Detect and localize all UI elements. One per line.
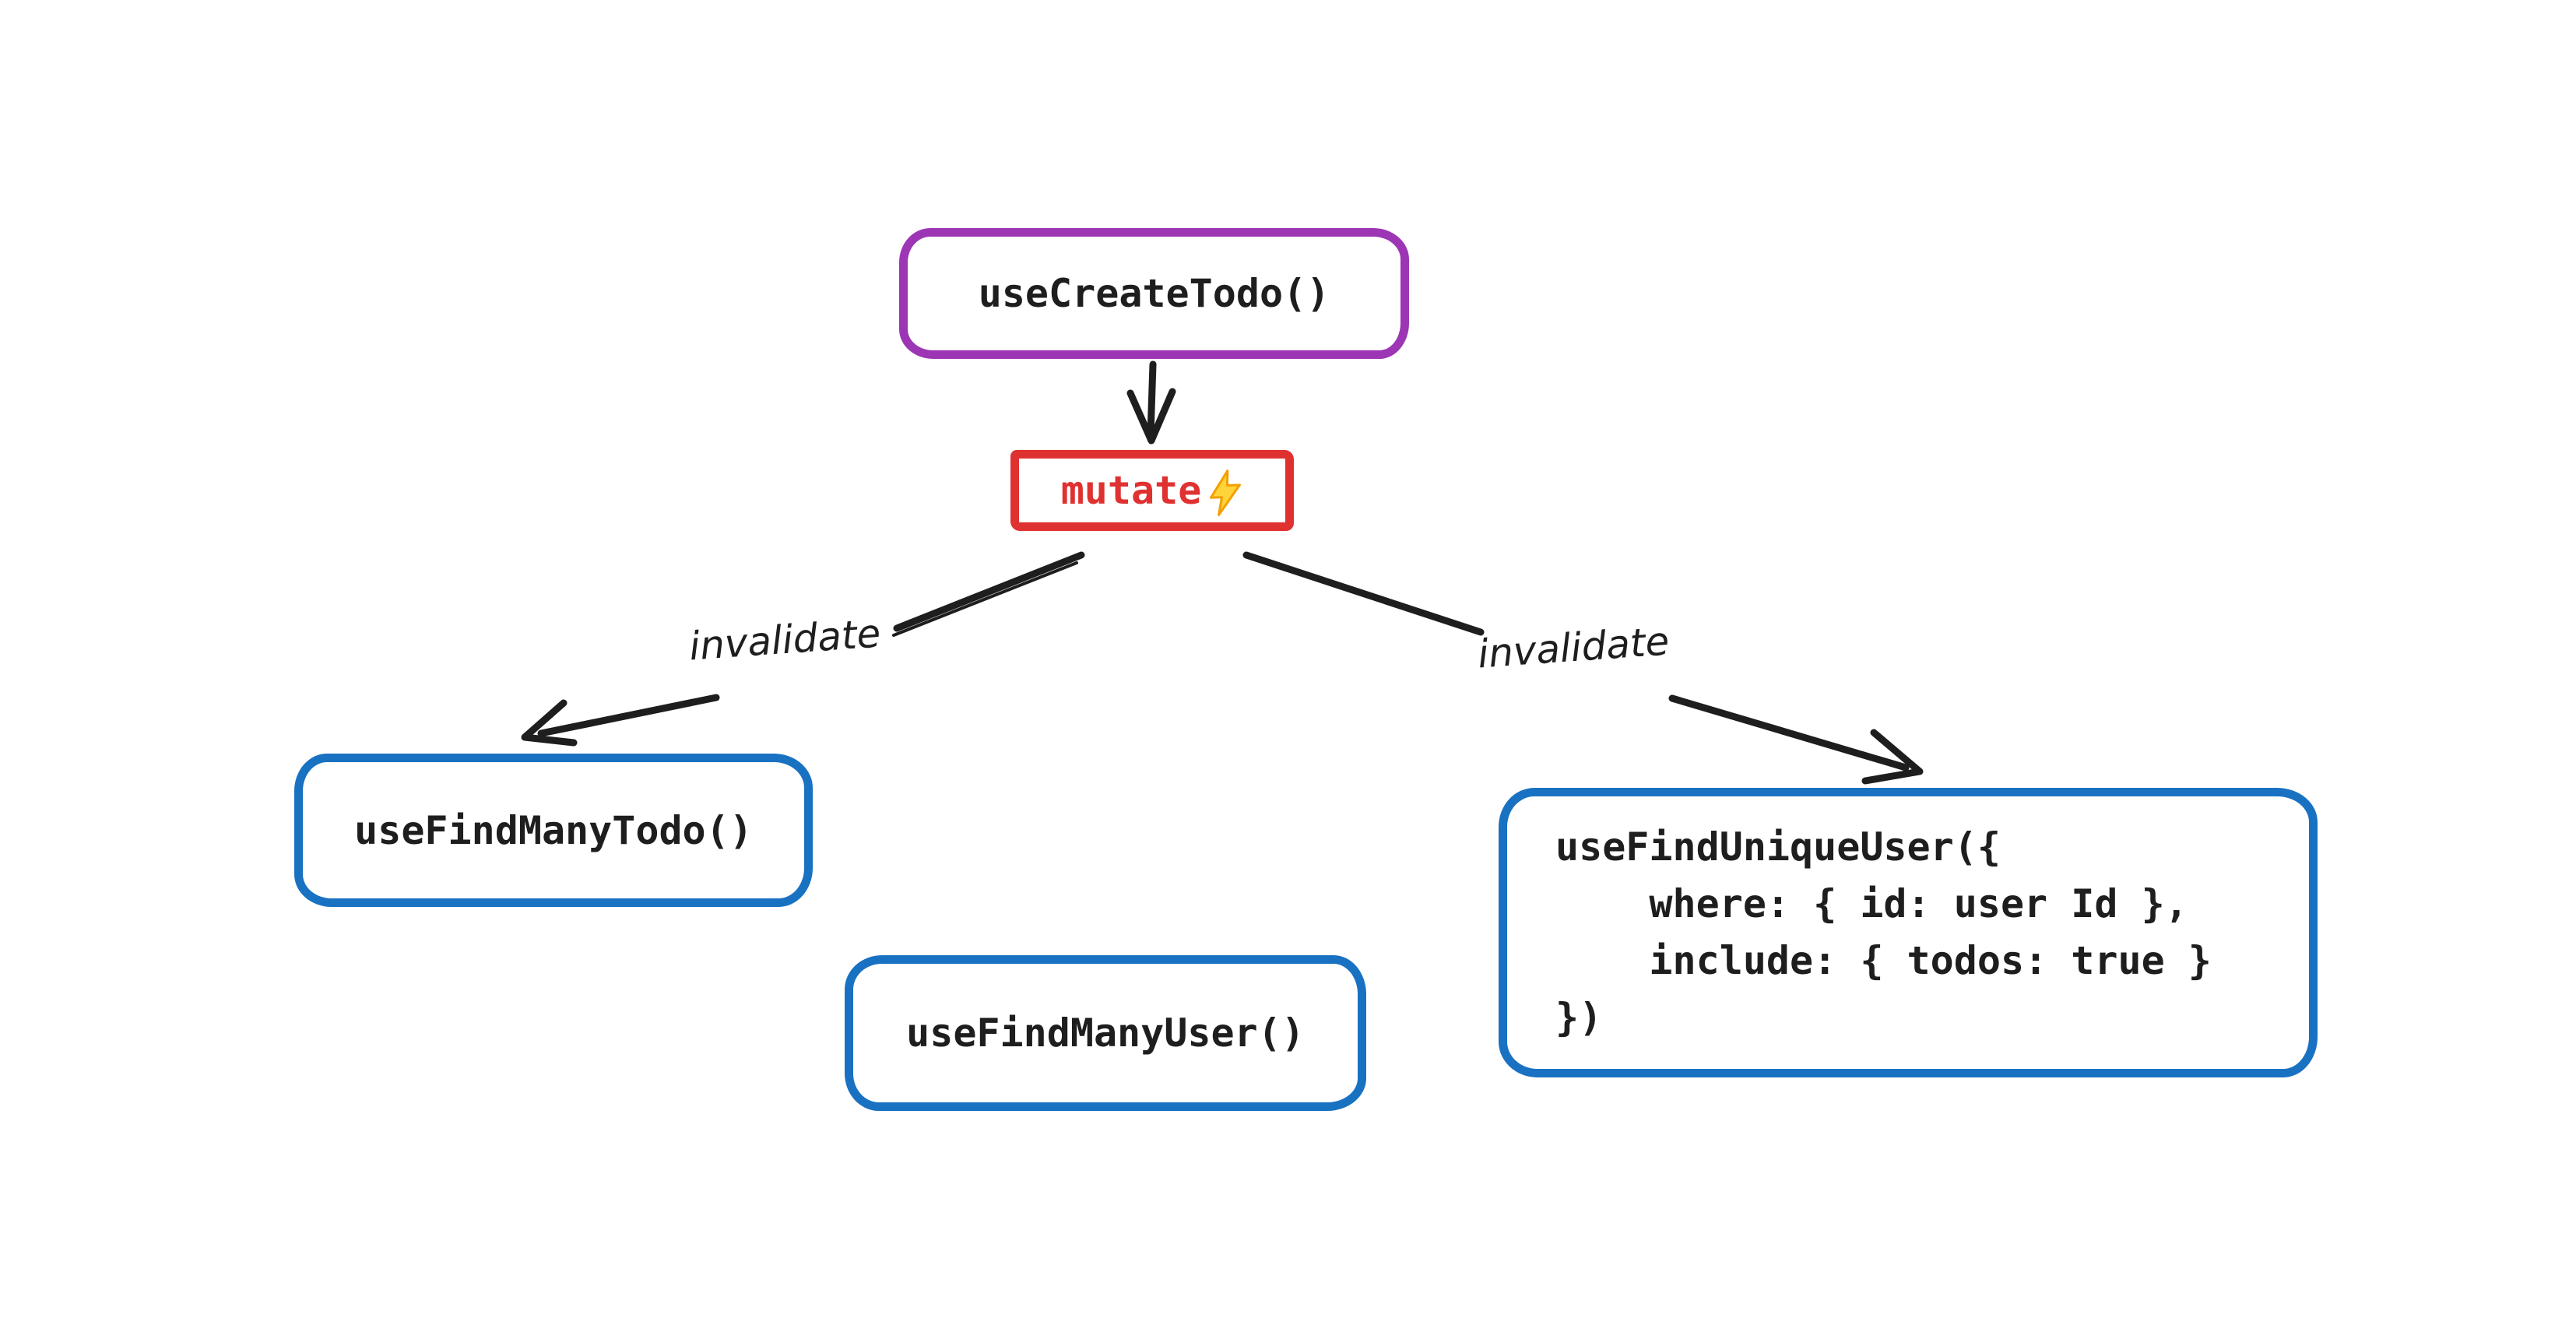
- arrowhead-icon: [1861, 729, 1924, 785]
- node-label: useFindManyUser(): [906, 1010, 1305, 1056]
- edge-label-invalidate-left: invalidate: [687, 610, 883, 670]
- node-label: mutate: [1060, 468, 1202, 513]
- node-use-find-unique-user: useFindUniqueUser({ where: { id: user Id…: [1499, 788, 2318, 1077]
- node-label: useFindManyTodo(): [354, 807, 753, 853]
- arrowhead-icon: [521, 699, 578, 747]
- node-use-find-many-user: useFindManyUser(): [845, 955, 1366, 1111]
- arrow-shaft: [537, 694, 720, 737]
- arrow-shaft: [1242, 551, 1485, 636]
- edge-label-invalidate-right: invalidate: [1476, 618, 1671, 677]
- node-mutate: mutate: [1010, 450, 1294, 531]
- arrow-shaft: [1668, 694, 1910, 771]
- arrow-shaft: [893, 551, 1085, 632]
- node-use-find-many-todo: useFindManyTodo(): [294, 754, 813, 907]
- arrow-create-to-mutate: [1126, 360, 1176, 445]
- arrow-shaft-sketch: [892, 561, 1078, 637]
- node-label: useCreateTodo(): [978, 271, 1330, 316]
- code-line: useFindUniqueUser({: [1555, 824, 2001, 870]
- code-line: include: { todos: true }: [1555, 938, 2212, 983]
- arrow-shaft: [1147, 360, 1157, 438]
- arrowhead-icon: [1126, 388, 1176, 445]
- node-use-create-todo: useCreateTodo(): [899, 228, 1409, 359]
- code-line: }): [1555, 995, 1603, 1040]
- lightning-bolt-icon: [1210, 469, 1242, 516]
- code-line: where: { id: user Id },: [1555, 881, 2188, 926]
